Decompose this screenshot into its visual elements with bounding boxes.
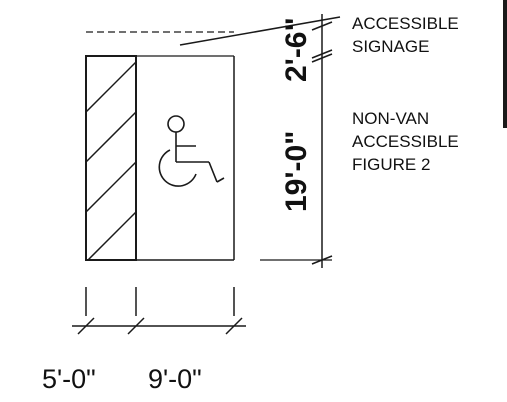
sign-offset-dimension: 2'-6" xyxy=(280,17,313,82)
wheelchair-icon xyxy=(158,115,225,187)
signage-label-line-1: ACCESSIBLE xyxy=(352,14,459,33)
aisle-width-dimension: 5'-0" xyxy=(42,364,96,394)
horizontal-dimension-line xyxy=(72,287,246,335)
vertical-dimension-line xyxy=(260,14,333,268)
stall-width-dimension: 9'-0" xyxy=(148,364,202,394)
signage-leader-line xyxy=(179,16,341,46)
figure-label-line-2: ACCESSIBLE xyxy=(352,132,459,151)
figure-label-line-1: NON-VAN xyxy=(352,109,429,128)
stall-depth-dimension: 19'-0" xyxy=(280,131,313,212)
figure-label-line-3: FIGURE 2 xyxy=(352,155,430,174)
signage-label-line-2: SIGNAGE xyxy=(352,37,429,56)
access-aisle-hatched xyxy=(85,55,137,261)
parking-stall xyxy=(86,55,235,261)
